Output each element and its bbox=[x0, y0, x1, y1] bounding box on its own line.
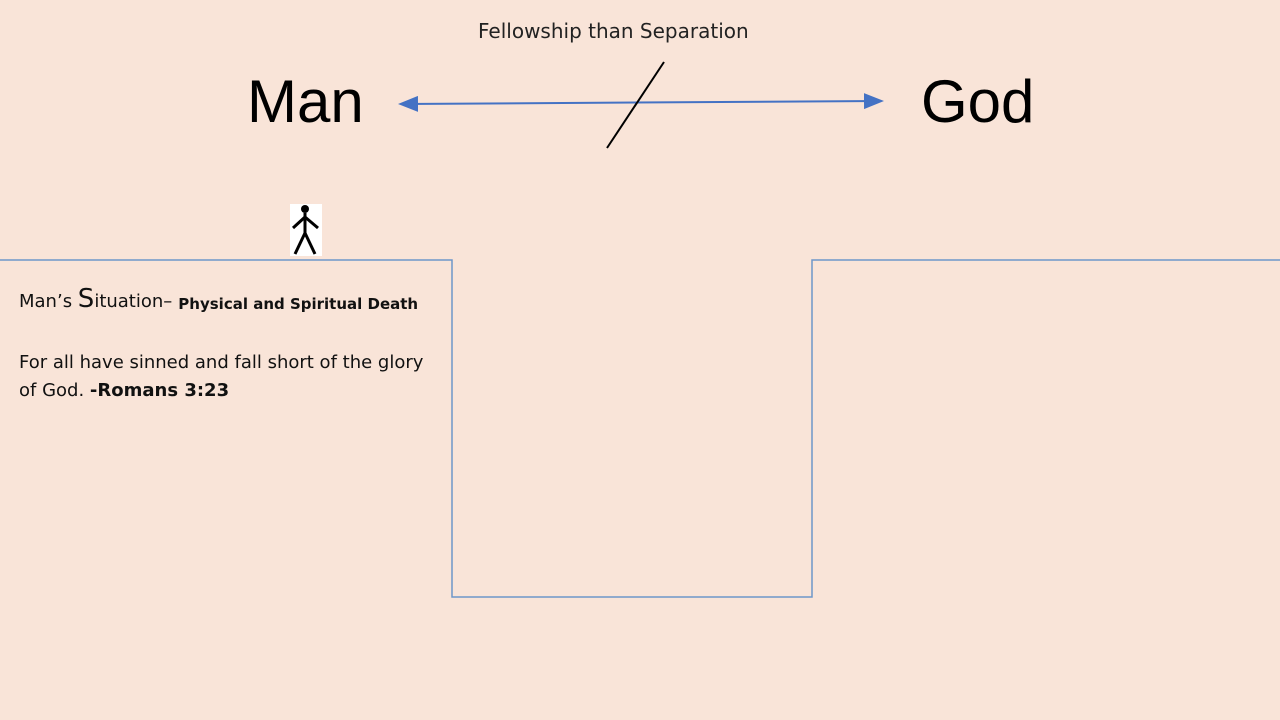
situation-prefix: Man’s bbox=[19, 291, 78, 312]
separation-arrow bbox=[398, 93, 884, 112]
situation-heading: Man’s Situation– Physical and Spiritual D… bbox=[19, 284, 419, 314]
situation-big-letter: S bbox=[77, 284, 95, 314]
stick-figure-icon bbox=[290, 204, 322, 256]
god-label: God bbox=[921, 68, 1035, 135]
caption-fellowship: Fellowship than Separation bbox=[478, 19, 749, 43]
verse-reference: -Romans 3:23 bbox=[89, 380, 230, 401]
man-label: Man bbox=[247, 68, 364, 135]
verse-text: For all have sinned and fall short of th… bbox=[19, 352, 424, 401]
situation-detail: Physical and Spiritual Death bbox=[178, 295, 419, 313]
chasm-outline bbox=[0, 259, 1280, 598]
strike-slash bbox=[606, 61, 665, 149]
verse-block: For all have sinned and fall short of th… bbox=[19, 349, 429, 405]
situation-rest: ituation– bbox=[94, 291, 173, 312]
